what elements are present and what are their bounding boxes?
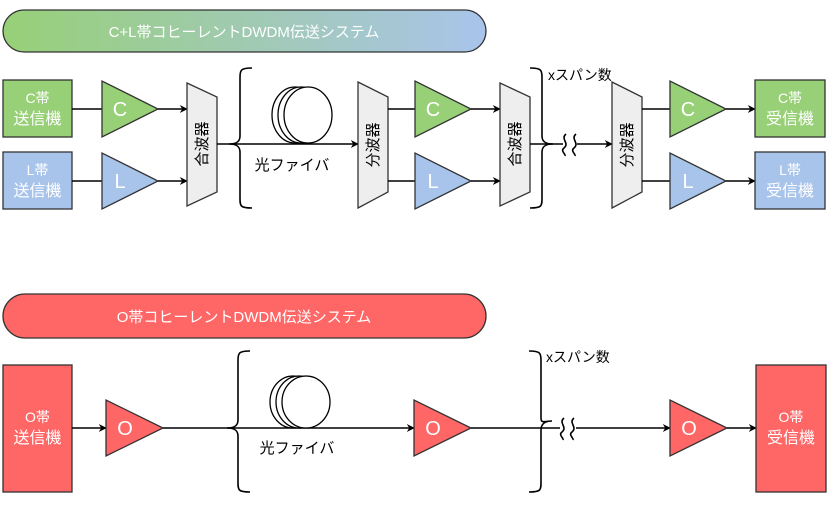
o-band-amplifier	[105, 398, 165, 458]
o-title-banner	[2, 293, 487, 339]
l-amp-label: L	[114, 171, 125, 193]
combiner	[499, 81, 531, 208]
o-rx-label-2: 受信機	[767, 429, 815, 447]
l-amp-label: L	[427, 171, 438, 193]
l-band-amplifier	[669, 151, 728, 211]
o-band-amplifier	[413, 398, 473, 458]
o-band-system: O帯コヒーレントDWDM伝送システム O帯 送信機 O 光ファイバ O xスパン…	[2, 293, 827, 493]
span-brace-right	[528, 350, 553, 493]
fiber-label: 光ファイバ	[260, 440, 335, 457]
c-amp-label: C	[681, 99, 695, 121]
c-band-receiver	[754, 79, 826, 138]
splitter-label: 分波器	[619, 122, 636, 167]
c-tx-label-1: C帯	[25, 90, 49, 106]
splitter	[611, 80, 643, 210]
c-band-amplifier	[101, 79, 160, 139]
l-band-amplifier	[101, 151, 160, 211]
l-rx-label-1: L帯	[779, 162, 801, 178]
fiber-label: 光ファイバ	[255, 157, 330, 174]
span-brace-left	[228, 67, 253, 209]
span-count-label: xスパン数	[548, 67, 612, 83]
o-amp-label: O	[425, 418, 441, 440]
c-tx-label-2: 送信機	[13, 110, 61, 128]
span-brace-right	[529, 67, 554, 209]
c-rx-label-1: C帯	[778, 90, 802, 106]
combiner-label: 合波器	[507, 121, 524, 166]
break-symbol-icon	[559, 417, 576, 441]
l-rx-label-2: 受信機	[766, 182, 814, 200]
fiber-coil-icon	[269, 375, 331, 429]
l-tx-label-2: 送信機	[13, 182, 61, 200]
c-rx-label-2: 受信機	[766, 110, 814, 128]
c-band-amplifier	[414, 79, 473, 139]
o-amp-label: O	[117, 418, 133, 440]
o-band-amplifier	[669, 398, 729, 458]
c-amp-label: C	[113, 99, 127, 121]
cl-title-text: C+L帯コヒーレントDWDM伝送システム	[109, 24, 380, 41]
o-title-text: O帯コヒーレントDWDM伝送システム	[117, 309, 372, 326]
o-band-receiver	[755, 364, 827, 493]
l-amp-label: L	[682, 171, 693, 193]
span-count-label: xスパン数	[546, 349, 610, 365]
combiner-label: 合波器	[194, 121, 211, 166]
break-symbol-icon	[561, 133, 577, 157]
c-band-amplifier	[669, 79, 728, 139]
fiber-coil-icon	[271, 86, 333, 144]
l-band-amplifier	[414, 151, 473, 211]
span-brace-left	[226, 350, 251, 493]
o-tx-label-2: 送信機	[13, 429, 61, 447]
cl-title-banner	[2, 9, 487, 53]
o-amp-label: O	[681, 418, 697, 440]
cl-band-system: C+L帯コヒーレントDWDM伝送システム C帯 送信機 L帯 送信機 C L 合…	[2, 9, 826, 211]
l-band-receiver	[754, 151, 826, 210]
splitter-label: 分波器	[365, 122, 382, 167]
c-band-transmitter	[2, 79, 73, 138]
o-rx-label-1: O帯	[779, 409, 804, 425]
l-band-transmitter	[2, 151, 73, 210]
combiner	[186, 81, 218, 208]
o-band-transmitter	[2, 364, 73, 493]
o-tx-label-1: O帯	[25, 409, 50, 425]
c-amp-label: C	[426, 99, 440, 121]
splitter	[357, 80, 389, 210]
l-tx-label-1: L帯	[27, 162, 49, 178]
